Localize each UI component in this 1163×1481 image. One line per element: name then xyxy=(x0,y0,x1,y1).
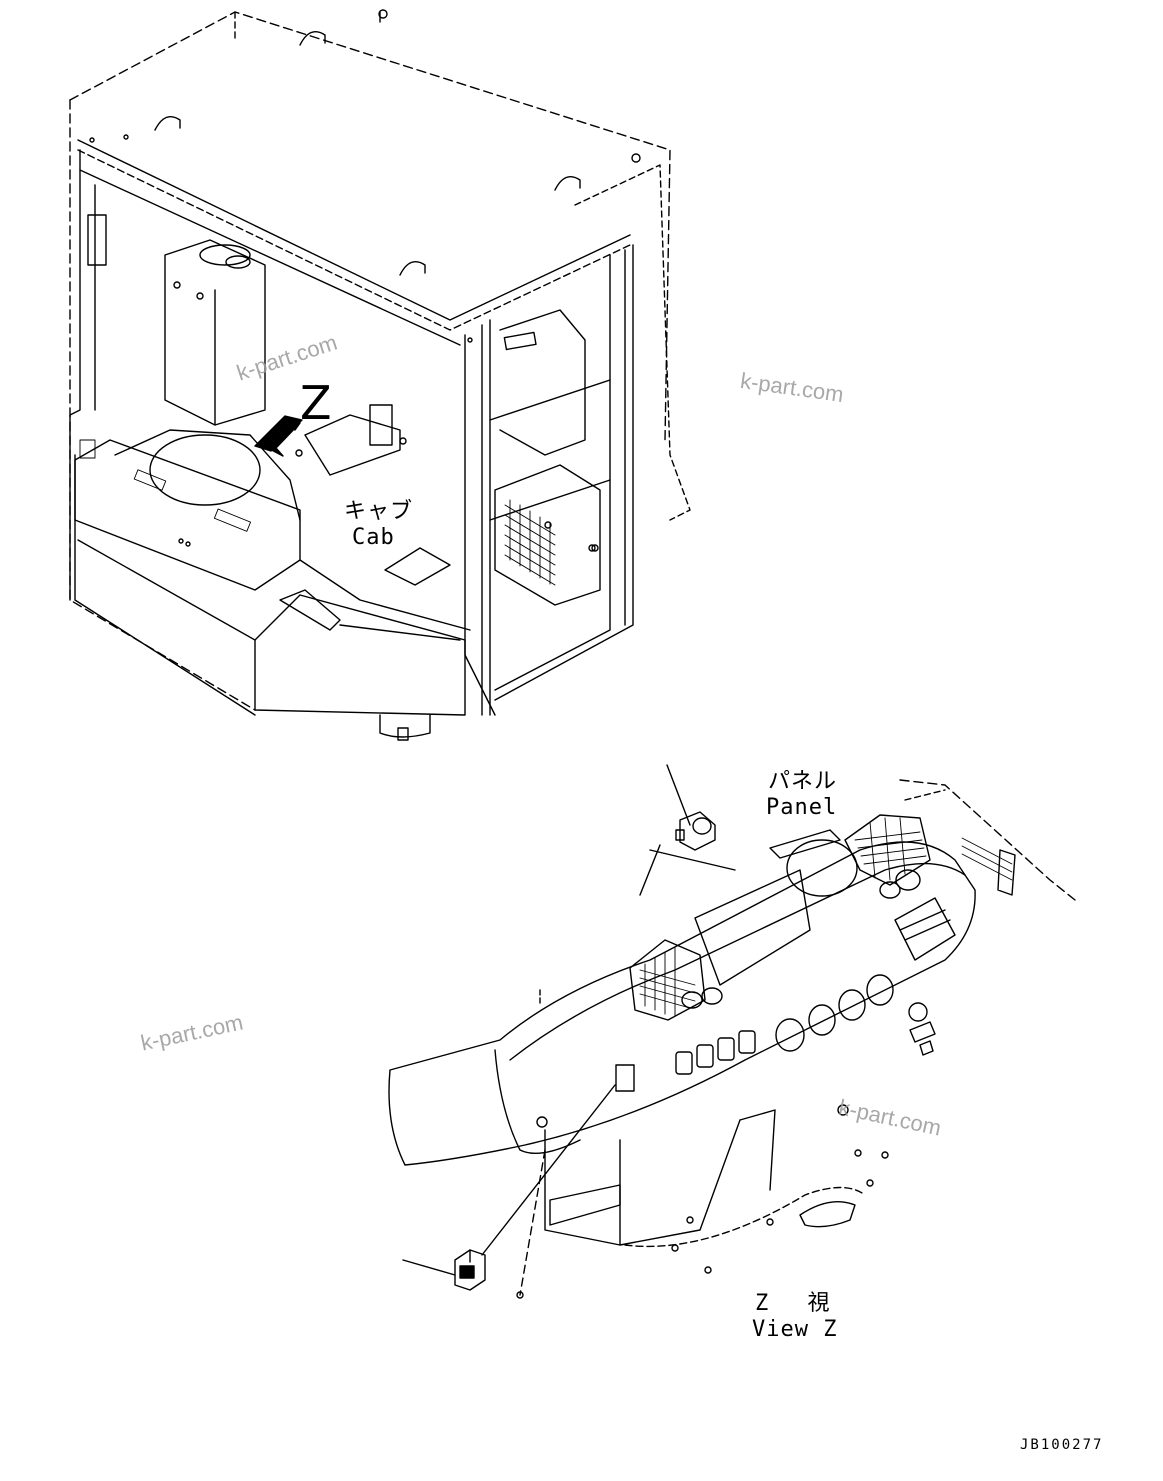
cab-label-en: Cab xyxy=(352,525,395,550)
drawing-code: JB100277 xyxy=(1020,1437,1104,1453)
panel-label-en: Panel xyxy=(766,795,838,820)
cab-label-jp: キャブ xyxy=(344,499,414,524)
view-z-arrow xyxy=(254,415,303,457)
view-z-marker-label: Z xyxy=(300,376,332,430)
connector-upper xyxy=(675,811,716,851)
panel-drawing xyxy=(388,764,1076,1299)
panel-label-jp: パネル xyxy=(768,769,838,794)
view-z-label-jp: Z 視 xyxy=(755,1291,831,1316)
view-z-label-en: View Z xyxy=(752,1317,838,1342)
connector-lower xyxy=(454,1249,486,1291)
cab-drawing xyxy=(69,9,691,741)
